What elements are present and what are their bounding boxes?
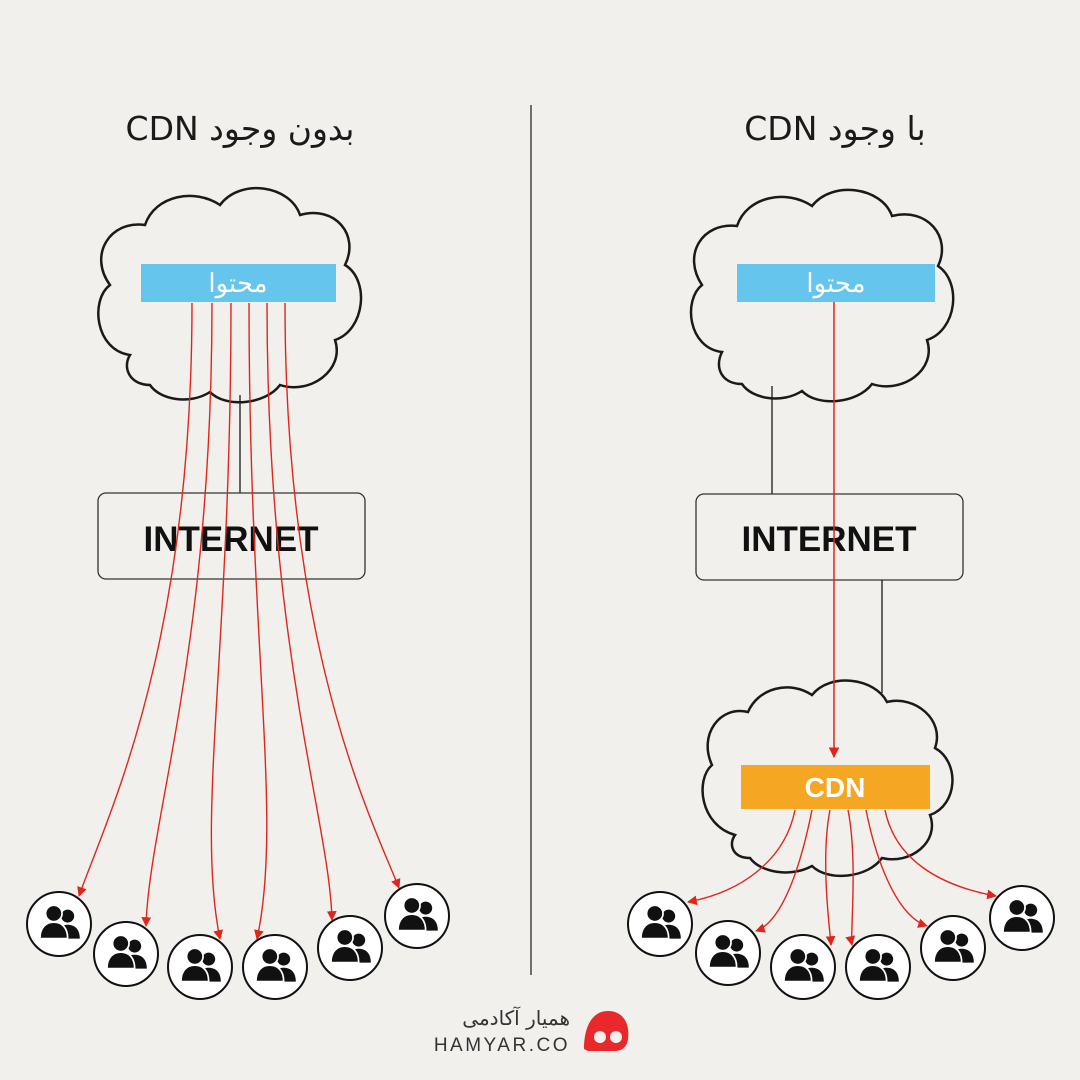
user-right-1 <box>627 891 693 957</box>
internet-label-left: INTERNET <box>144 520 319 559</box>
content-label-left: محتوا <box>208 269 267 299</box>
cdn-label-right: CDN <box>805 772 866 803</box>
arrow-left-2 <box>141 302 213 927</box>
arrow-left-3 <box>210 302 232 940</box>
user-right-4 <box>845 934 911 1000</box>
user-right-2 <box>695 920 761 986</box>
request-arrows-left <box>77 302 401 940</box>
user-left-3 <box>167 934 233 1000</box>
arrow-right-1 <box>687 809 796 906</box>
user-left-4 <box>242 934 308 1000</box>
user-right-3 <box>770 934 836 1000</box>
internet-box-left <box>97 492 366 580</box>
user-left-6 <box>384 883 450 949</box>
internet-label-right: INTERNET <box>742 520 917 559</box>
arrow-right-3 <box>825 809 836 946</box>
user-left-1 <box>26 891 92 957</box>
content-label-right: محتوا <box>806 269 865 299</box>
title-with-cdn: با وجود CDN <box>744 109 926 148</box>
logo-latin-text: HAMYAR.CO <box>433 1035 570 1056</box>
user-left-5 <box>317 915 383 981</box>
hamyar-logo-icon <box>584 1011 629 1051</box>
arrow-left-1 <box>77 302 193 897</box>
arrow-left-6 <box>284 302 401 889</box>
arrow-left-4 <box>248 302 268 940</box>
arrow-right-2 <box>755 809 813 933</box>
arrow-left-5 <box>266 302 337 921</box>
user-left-2 <box>93 921 159 987</box>
cdn-arrows-right <box>687 809 997 946</box>
arrow-right-6 <box>884 809 997 900</box>
cdn-box-right <box>741 765 930 809</box>
user-right-6 <box>989 885 1055 951</box>
content-box-right <box>737 264 935 302</box>
content-box-left <box>141 264 336 302</box>
arrow-right-4 <box>845 809 856 946</box>
logo-persian-text: همیار آکادمی <box>462 1006 570 1030</box>
user-right-5 <box>920 915 986 981</box>
user-group-left <box>26 883 450 1000</box>
user-group-right <box>627 885 1055 1000</box>
arrow-right-5 <box>865 809 928 928</box>
internet-box-right <box>695 493 964 581</box>
title-without-cdn: بدون وجود CDN <box>125 109 355 148</box>
